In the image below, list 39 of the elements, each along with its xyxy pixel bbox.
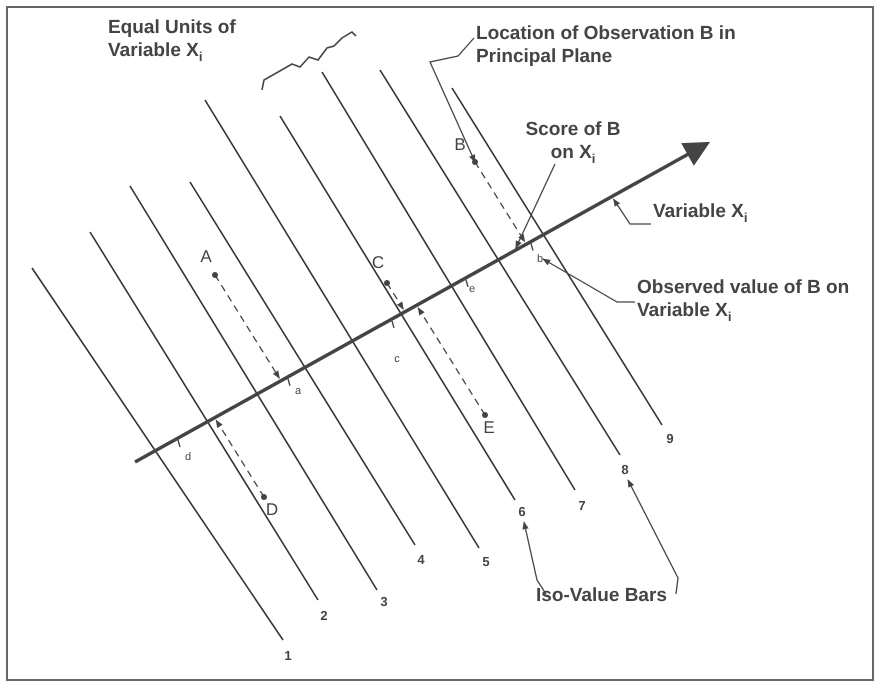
tick-letter: a: [294, 385, 302, 397]
callout-text: Score of B on X$_{i}$: [518, 118, 628, 170]
tick-letter: b: [536, 253, 544, 265]
projection-line: [214, 274, 280, 379]
projection-line: [386, 282, 404, 310]
observation-point: [454, 135, 478, 165]
bar-number: 6: [518, 504, 526, 519]
bar-number: 8: [621, 462, 629, 477]
bar-number: 9: [666, 431, 674, 446]
leader-line: [515, 164, 556, 249]
projection-line: [418, 307, 486, 416]
projection-line: [474, 162, 526, 242]
projection-line: [216, 420, 265, 498]
point-letter: B: [454, 135, 466, 154]
leader-line: [522, 521, 547, 594]
point-letter: A: [200, 247, 212, 266]
annotation-text: Equal Units of Variable X$_{i}$: [108, 16, 237, 66]
leader-line: [612, 198, 651, 225]
bar-number: 3: [380, 594, 388, 609]
bar-number: 4: [417, 552, 425, 567]
callout-text: Observed value of B on Variable X$_{i}$: [637, 276, 867, 328]
bar-number: 7: [578, 498, 586, 513]
leader-line: [627, 479, 679, 594]
callout-text: Location of Observation B in Principal Plane: [476, 22, 776, 68]
bar-number: 5: [482, 554, 490, 569]
leader-line: [429, 38, 476, 163]
callout-text: Iso-Value Bars: [536, 584, 696, 607]
observation-point: [200, 247, 218, 278]
point-letter: D: [266, 500, 278, 519]
bar-number: 2: [320, 608, 328, 623]
bar-number: 1: [284, 648, 292, 663]
tick-letter: d: [184, 451, 192, 463]
point-letter: C: [372, 253, 384, 272]
observation-point: [372, 253, 390, 286]
point-letter: E: [483, 418, 495, 437]
tick-letter: c: [394, 353, 400, 365]
tick-letter: e: [468, 283, 476, 295]
leader-line: [542, 258, 635, 303]
callout-text: Variable X$_{i}$: [653, 200, 803, 229]
